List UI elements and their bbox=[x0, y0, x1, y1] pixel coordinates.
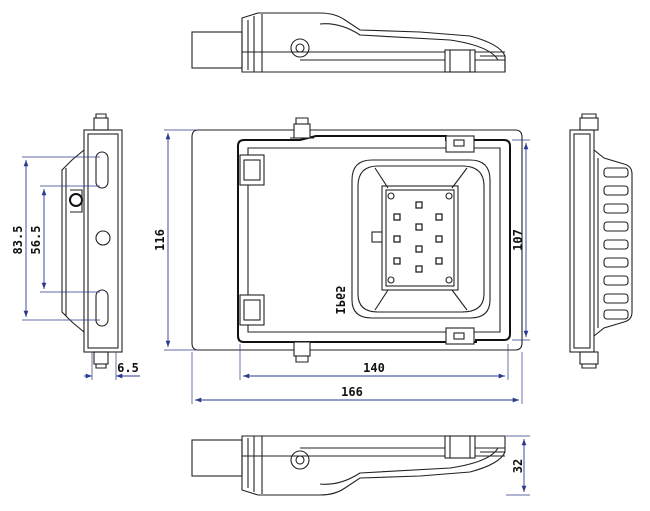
dim-hole-spacing: 83.5 bbox=[11, 156, 100, 321]
right-side-view bbox=[569, 113, 633, 369]
bottom-profile-view bbox=[191, 435, 506, 496]
dim-label-107: 107 bbox=[511, 229, 525, 251]
front-view: IP65 bbox=[191, 117, 523, 363]
dim-label-140: 140 bbox=[363, 361, 385, 375]
top-profile-view bbox=[191, 12, 506, 73]
dim-width-outer: 166 bbox=[191, 352, 523, 404]
dim-label-6-5: 6.5 bbox=[117, 361, 139, 375]
dim-offset: 6.5 bbox=[84, 352, 140, 380]
ip-rating-marking: IP65 bbox=[333, 286, 347, 315]
dim-label-56-5: 56.5 bbox=[29, 226, 43, 255]
dim-height-frame: 107 bbox=[511, 139, 530, 341]
dim-height-outer: 116 bbox=[153, 129, 196, 351]
dim-label-32: 32 bbox=[511, 459, 525, 473]
left-side-view bbox=[61, 113, 123, 369]
dim-label-166: 166 bbox=[341, 385, 363, 399]
led-array bbox=[393, 201, 443, 273]
dim-label-83-5: 83.5 bbox=[11, 226, 25, 255]
heatsink-fins bbox=[603, 167, 629, 320]
dim-slot-inner: 56.5 bbox=[29, 185, 100, 293]
dim-label-116: 116 bbox=[153, 229, 167, 251]
dim-width-frame: 140 bbox=[239, 344, 509, 380]
dim-thickness: 32 bbox=[506, 435, 530, 496]
